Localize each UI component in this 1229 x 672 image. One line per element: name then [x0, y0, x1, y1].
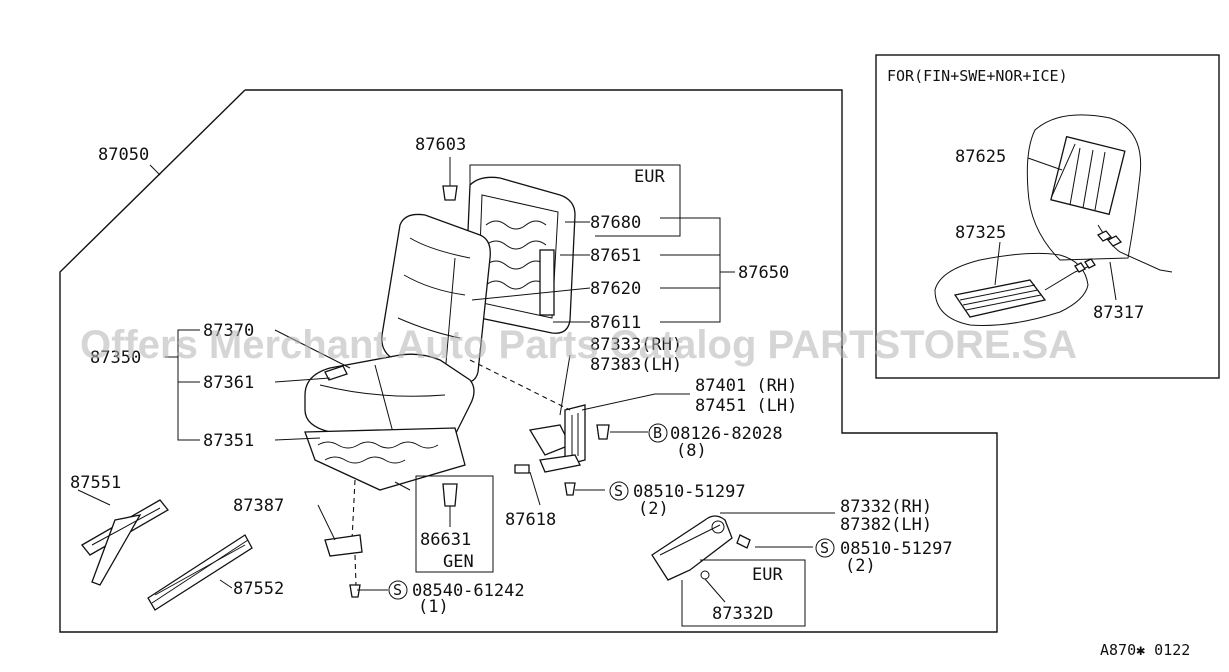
label-eur-bottom: EUR [752, 565, 783, 585]
label-08510-51297-a: 08510-51297 [633, 482, 746, 502]
adjuster-bracket [317, 504, 363, 598]
inset-seat-cushion-heater [934, 252, 1096, 326]
label-87350: 87350 [90, 348, 141, 368]
label-eur-top: EUR [634, 167, 665, 187]
label-08126-qty: (8) [676, 441, 707, 461]
label-08510-a-qty: (2) [638, 499, 669, 519]
recliner-assembly [514, 354, 610, 496]
label-87650: 87650 [738, 263, 789, 283]
s-symbol-circle-2 [815, 538, 835, 558]
label-87332: 87332(RH) [840, 497, 932, 517]
label-87325: 87325 [955, 223, 1006, 243]
cushion-frame [304, 427, 466, 491]
eur-box-bottom [681, 559, 806, 627]
seat-rail-87552 [147, 534, 253, 611]
label-87383: 87383(LH) [590, 355, 682, 375]
gen-clip-part [442, 483, 458, 507]
b-symbol: B [653, 424, 662, 442]
label-87552: 87552 [233, 579, 284, 599]
gen-box [415, 475, 494, 573]
label-87620: 87620 [590, 279, 641, 299]
label-87351: 87351 [203, 431, 254, 451]
label-87317: 87317 [1093, 303, 1144, 323]
seat-rail-87551 [77, 489, 169, 586]
label-08510-51297-b: 08510-51297 [840, 539, 953, 559]
s-symbol-circle-1 [609, 481, 629, 501]
s-symbol-circle-3 [388, 580, 408, 600]
label-87382: 87382(LH) [840, 515, 932, 535]
watermark-text: Offers Merchant Auto Parts Catalog PARTS… [80, 323, 1077, 367]
label-87050: 87050 [98, 145, 149, 165]
seat-cushion [304, 353, 475, 449]
label-87651: 87651 [590, 246, 641, 266]
label-87401: 87401 (RH) [695, 376, 797, 396]
inset-frame [875, 54, 1220, 379]
label-87611: 87611 [590, 313, 641, 333]
s-symbol-2: S [820, 539, 829, 557]
label-87551: 87551 [70, 473, 121, 493]
s-symbol-1: S [614, 482, 623, 500]
label-87680: 87680 [590, 213, 641, 233]
dash-connector-2 [351, 479, 356, 541]
label-08126-82028: 08126-82028 [670, 424, 783, 444]
side-cover-87332 [651, 515, 751, 581]
label-08540-61242: 08540-61242 [412, 581, 525, 601]
diagram-code: A870✱ 0122 [1100, 641, 1190, 659]
label-87387: 87387 [233, 496, 284, 516]
label-87603: 87603 [415, 135, 466, 155]
seat-back-frame [464, 176, 576, 334]
label-87332d: 87332D [712, 604, 773, 624]
label-87451: 87451 (LH) [695, 396, 797, 416]
inset-title: FOR(FIN+SWE+NOR+ICE) [887, 67, 1068, 85]
label-87333: 87333(RH) [590, 335, 682, 355]
label-86631: 86631 [420, 530, 471, 550]
headrest-clip [442, 157, 458, 201]
label-87370: 87370 [203, 321, 254, 341]
label-08540-qty: (1) [418, 597, 449, 617]
label-87618: 87618 [505, 510, 556, 530]
dash-connector-3 [354, 554, 357, 586]
inset-leaders [994, 157, 1117, 301]
b-symbol-circle [648, 423, 668, 443]
dash-connector-1 [469, 359, 571, 411]
label-08510-b-qty: (2) [845, 556, 876, 576]
label-gen: GEN [443, 552, 474, 572]
inset-seat-back-heater [1026, 114, 1173, 273]
leader-lines [149, 157, 835, 591]
label-87625: 87625 [955, 147, 1006, 167]
seat-back-cushion [381, 213, 491, 384]
label-87361: 87361 [203, 373, 254, 393]
main-frame-outline [59, 89, 998, 633]
s-symbol-3: S [393, 581, 402, 599]
